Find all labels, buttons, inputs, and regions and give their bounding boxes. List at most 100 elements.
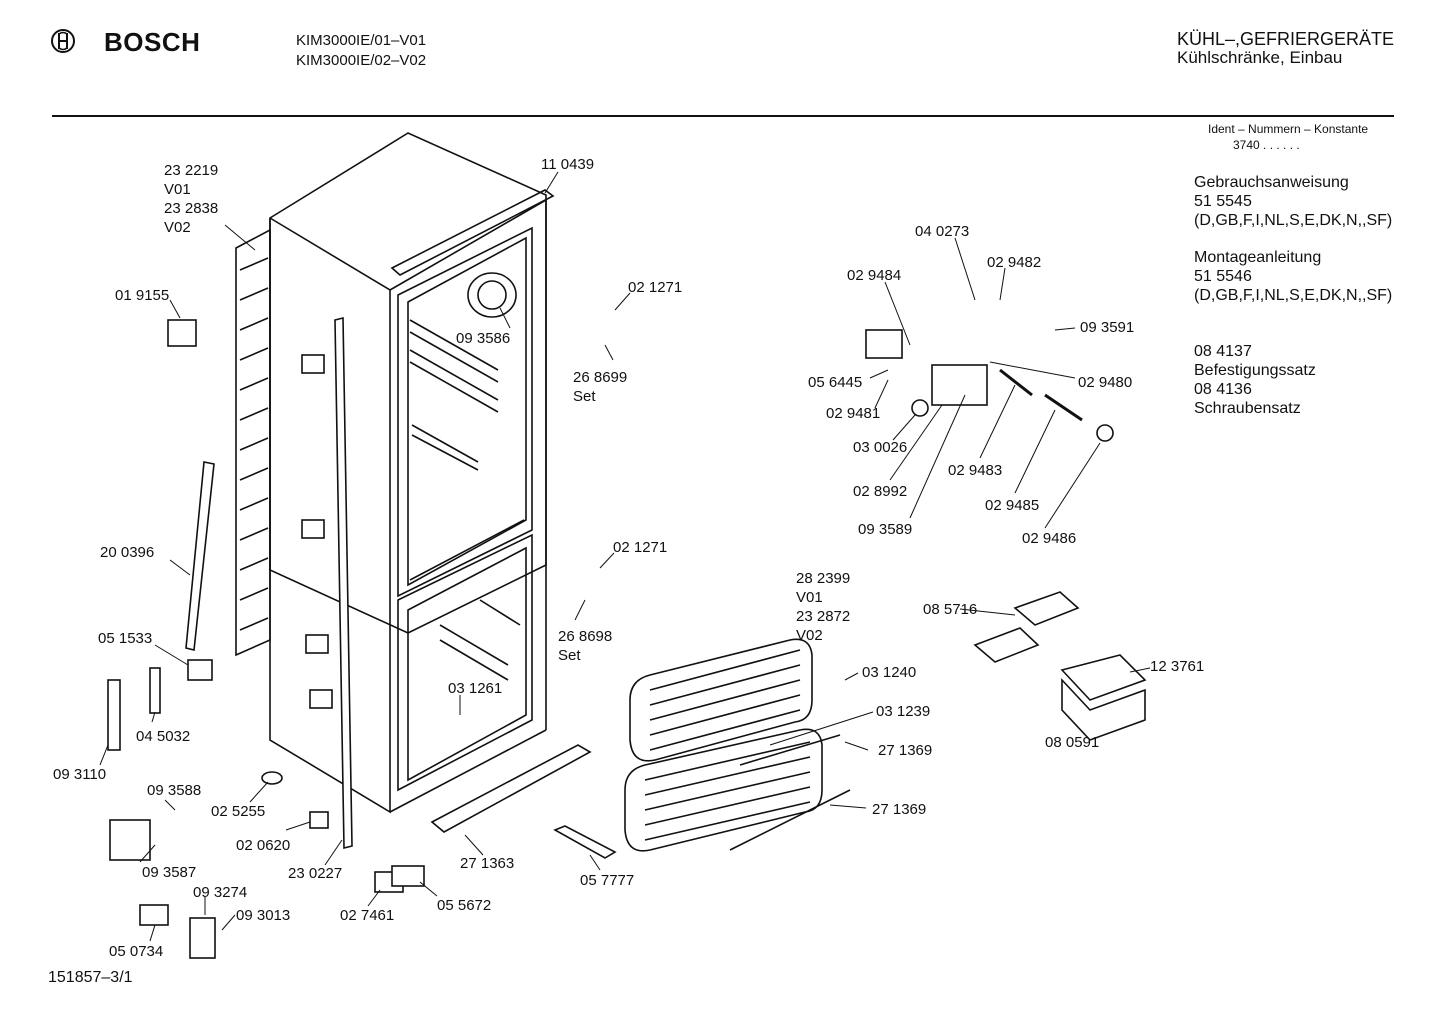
label-055672: 05 5672 [437,897,491,914]
label-093013: 09 3013 [236,907,290,924]
label-045032: 04 5032 [136,728,190,745]
label-031261: 03 1261 [448,680,502,697]
label-v02-b: V02 [796,627,823,644]
model-number-1: KIM3000IE/01–V01 [296,32,427,49]
label-093110: 09 3110 [53,766,106,783]
label-025255: 02 5255 [211,803,265,820]
label-093586: 09 3586 [456,330,510,347]
leader-lines [99,171,1151,942]
drawing-number: 151857–3/1 [48,969,133,986]
label-080591: 08 0591 [1045,734,1099,751]
ice-pack-2 [973,627,1040,663]
ice-pack-1 [1013,591,1080,626]
label-027461: 02 7461 [340,907,394,924]
label-271363: 27 1363 [460,855,514,872]
ice-cube-tray [1060,654,1147,701]
manual-title: Gebrauchsanweisung [1194,174,1349,191]
label-123761: 12 3761 [1150,658,1204,675]
label-282399: 28 2399 [796,570,850,587]
lamp-housing [865,329,903,359]
ident-value: 3740 . . . . . . [1233,138,1300,152]
screw-kit-name: Schraubensatz [1194,400,1301,417]
label-057777: 05 7777 [580,872,634,889]
condenser-grid [235,228,271,657]
label-230227: 23 0227 [288,865,342,882]
label-020620: 02 0620 [236,837,290,854]
label-v02-a: V02 [164,219,191,236]
trim-strip-200396 [185,461,215,651]
bottom-rail [430,744,592,833]
fixing-kit-name: Befestigungssatz [1194,362,1316,379]
label-021271-a: 02 1271 [628,279,682,296]
label-v01-a: V01 [164,181,191,198]
knob-030026 [911,399,929,417]
part-055672 [391,865,425,887]
part-029483 [999,368,1033,397]
label-093589: 09 3589 [858,521,912,538]
evaporator-coils [624,638,851,852]
label-050734: 05 0734 [109,943,163,960]
label-040273: 04 0273 [915,223,969,240]
part-093110 [107,679,121,751]
label-029485: 02 9485 [985,497,1039,514]
fixing-kit-number: 08 4137 [1194,343,1252,360]
label-028992: 02 8992 [853,483,907,500]
part-045032 [149,667,161,714]
trim-strip-230227 [334,316,353,850]
subcategory-title: Kühlschränke, Einbau [1177,48,1343,67]
label-031240: 03 1240 [862,664,916,681]
part-025255 [261,771,283,785]
part-057777 [553,825,617,859]
label-031239: 03 1239 [876,703,930,720]
label-200396: 20 0396 [100,544,154,561]
label-029483: 02 9483 [948,462,1002,479]
bosch-logo [50,28,76,59]
thermostat-housing [931,364,988,406]
label-232872: 23 2872 [796,608,850,625]
install-title: Montageanleitung [1194,249,1322,266]
install-number: 51 5546 [1194,268,1252,285]
manual-number: 51 5545 [1194,193,1252,210]
label-271369-a: 27 1369 [878,742,932,759]
label-110439: 11 0439 [541,156,594,173]
label-030026: 03 0026 [853,439,907,456]
screw-kit-number: 08 4136 [1194,381,1252,398]
label-029484: 02 9484 [847,267,901,284]
part-093274 [189,917,216,959]
part-093587 [109,819,151,861]
model-number-2: KIM3000IE/02–V02 [296,52,427,69]
label-029480: 02 9480 [1078,374,1132,391]
label-set-a: Set [573,388,596,405]
brand-name: BOSCH [104,27,201,57]
label-029482: 02 9482 [987,254,1041,271]
label-029481: 02 9481 [826,405,880,422]
label-set-b: Set [558,647,581,664]
part-029485 [1044,393,1083,422]
part-019155 [167,319,197,347]
label-271369-b: 27 1369 [872,801,926,818]
cabinet-body [269,132,555,829]
label-051533: 05 1533 [98,630,152,647]
label-268698: 26 8698 [558,628,612,645]
label-085716: 08 5716 [923,601,977,618]
label-019155: 01 9155 [115,287,169,304]
label-029486: 02 9486 [1022,530,1076,547]
label-056445: 05 6445 [808,374,862,391]
bosch-armature-icon [51,29,75,53]
install-languages: (D,GB,F,I,NL,S,E,DK,N,,SF) [1194,287,1393,304]
ident-title: Ident – Nummern – Konstante [1208,122,1369,136]
label-232838: 23 2838 [164,200,218,217]
ice-tray-box [1061,677,1146,741]
label-v01-b: V01 [796,589,823,606]
label-093274: 09 3274 [193,884,247,901]
part-050734 [139,904,169,926]
header-rule [52,115,1394,117]
label-093588: 09 3588 [147,782,201,799]
label-093587: 09 3587 [142,864,196,881]
label-268699: 26 8699 [573,369,627,386]
label-093591: 09 3591 [1080,319,1134,336]
part-051533 [187,659,213,681]
part-029486 [1096,424,1114,442]
part-labels: 23 2219 V01 23 2838 V02 11 0439 01 9155 … [53,156,1204,960]
